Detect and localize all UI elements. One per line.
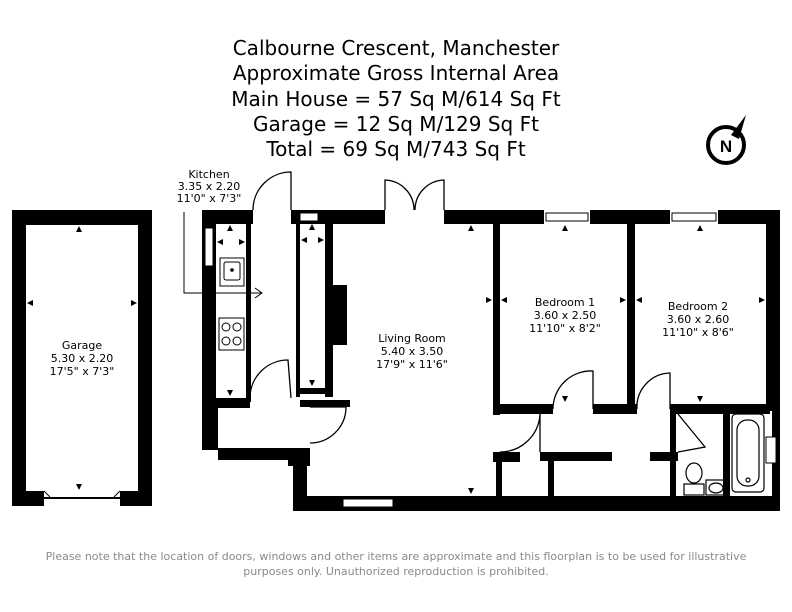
garage-metric: 5.30 x 2.20 [51,352,114,365]
disclaimer-line-1: Please note that the location of doors, … [45,550,747,563]
bedroom1-door [552,370,594,410]
bedroom2-imperial: 11'10" x 8'6" [662,326,734,339]
bathroom-door [677,413,707,453]
kitchen-metric: 3.35 x 2.20 [178,180,241,193]
garage-door [43,490,121,499]
bathtub-icon [731,413,765,493]
bedroom2-door [636,372,671,410]
title-line-3: Main House = 57 Sq M/614 Sq Ft [231,87,561,111]
bedroom1-imperial: 11'10" x 8'2" [529,322,601,335]
disclaimer-line-2: purposes only. Unauthorized reproduction… [243,565,549,578]
title-line-5: Total = 69 Sq M/743 Sq Ft [266,137,526,161]
garage-imperial: 17'5" x 7'3" [50,365,115,378]
house-walls [202,210,780,511]
kitchen-name: Kitchen [188,168,229,181]
garage-walls [12,210,152,506]
bedroom2-name: Bedroom 2 [668,300,728,313]
sink-icon [219,257,245,287]
title-line-1: Calbourne Crescent, Manchester [232,36,560,60]
windows [204,212,777,508]
kitchen-door [252,171,292,211]
title-line-4: Garage = 12 Sq M/129 Sq Ft [253,112,539,136]
living-room-name: Living Room [378,332,446,345]
title-line-2: Approximate Gross Internal Area [232,61,560,85]
hob-icon [218,317,245,351]
bedroom2-metric: 3.60 x 2.60 [667,313,730,326]
compass-label: N [720,137,732,156]
living-door [499,413,541,453]
kitchen-imperial: 11'0" x 7'3" [177,192,242,205]
garage-name: Garage [62,339,103,352]
toilet-icon [683,462,705,496]
kitchen-pointer-arrow [183,212,263,299]
living-room-imperial: 17'9" x 11'6" [376,358,448,371]
north-arrow-icon: N [706,115,746,165]
basin-icon [705,479,727,496]
living-room-metric: 5.40 x 3.50 [381,345,444,358]
entry-door [309,406,347,444]
bedroom1-name: Bedroom 1 [535,296,595,309]
bedroom1-metric: 3.60 x 2.50 [534,309,597,322]
hall-door [249,359,292,399]
dimension-markers [27,224,765,494]
front-double-door [384,179,445,211]
